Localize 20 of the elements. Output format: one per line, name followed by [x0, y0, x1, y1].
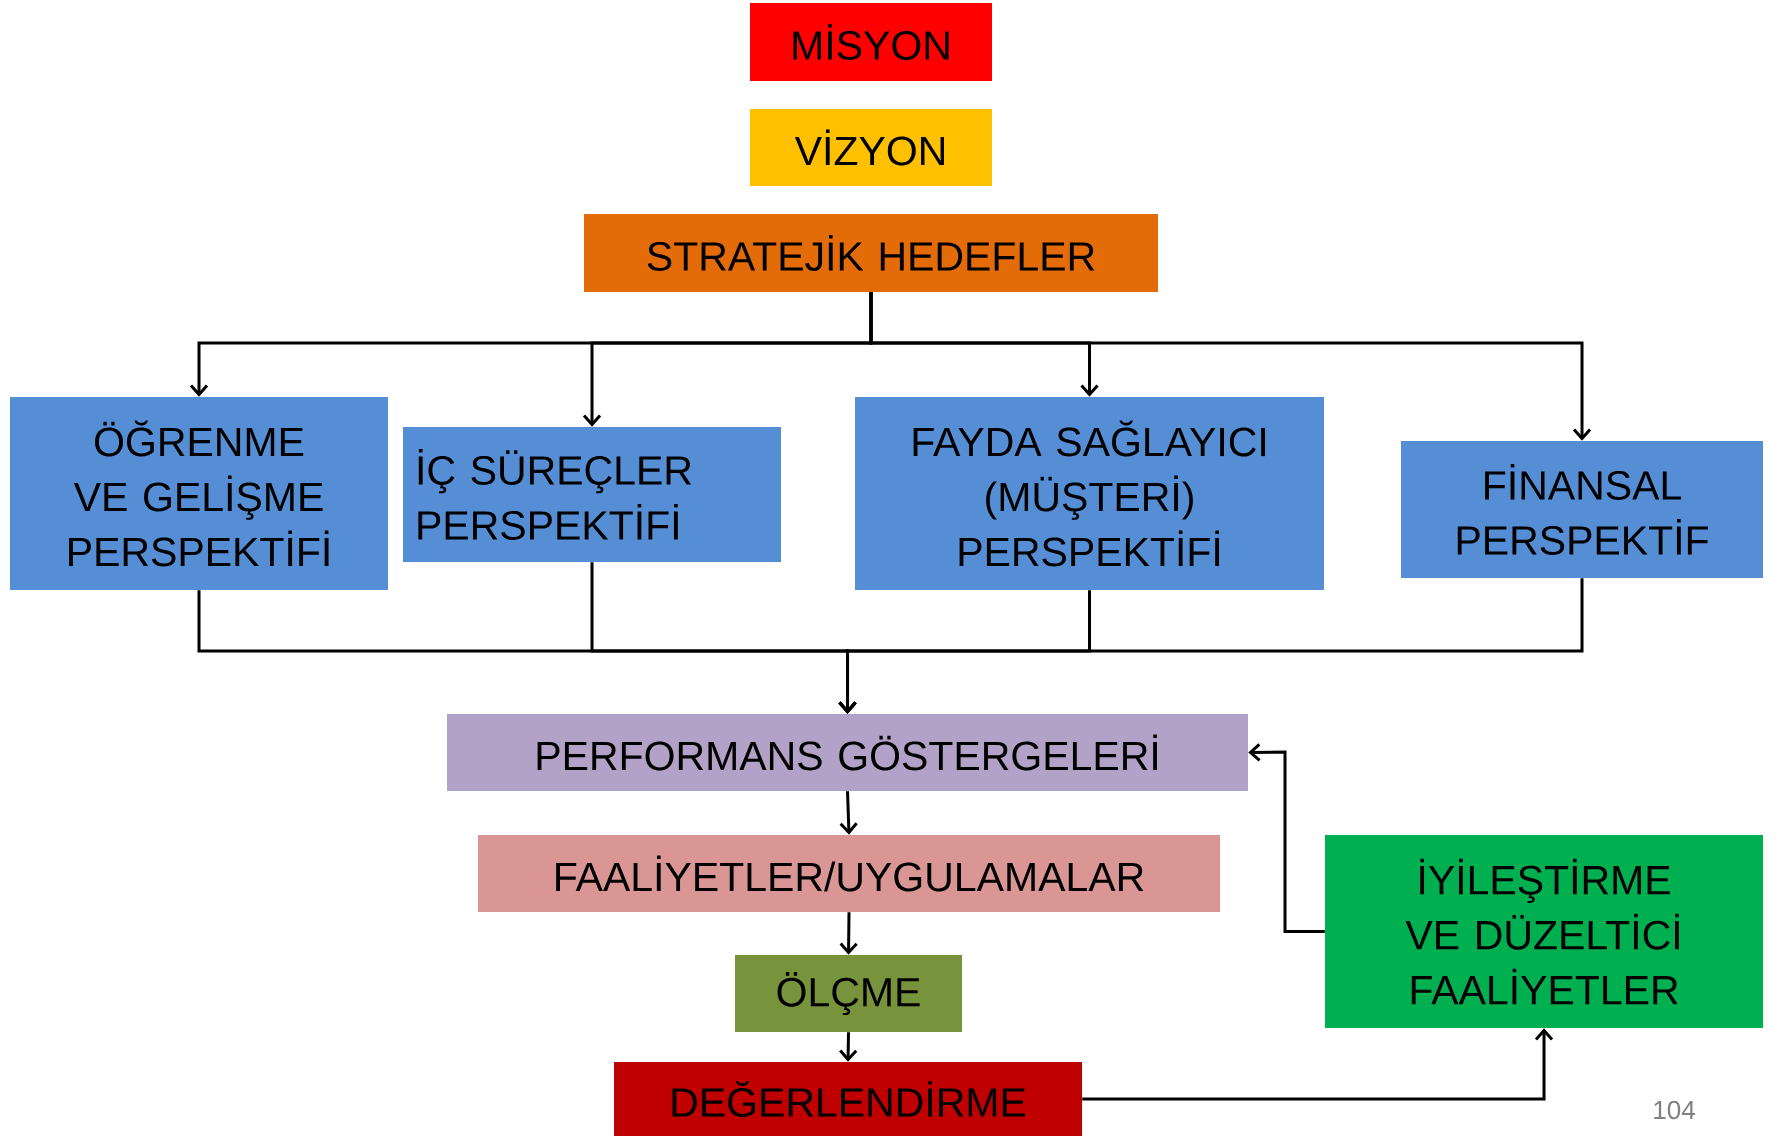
- page-number: 104: [1654, 1100, 1695, 1120]
- arrow: [838, 578, 1584, 714]
- process-box: VİZYON: [750, 109, 992, 186]
- process-box: ÖLÇME: [735, 955, 962, 1032]
- arrow: [1082, 1028, 1554, 1101]
- process-box: MİSYON: [750, 3, 992, 81]
- arrow: [839, 791, 858, 835]
- process-box: FAYDA SAĞLAYICI (MÜŞTERİ) PERSPEKTİFİ: [855, 397, 1324, 590]
- arrow: [1248, 743, 1325, 933]
- arrow: [869, 292, 1592, 441]
- process-box: FİNANSAL PERSPEKTİF: [1401, 441, 1763, 578]
- process-box: DEĞERLENDİRME: [614, 1062, 1082, 1136]
- process-box: PERFORMANS GÖSTERGELERİ: [447, 714, 1248, 791]
- arrow: [839, 912, 858, 955]
- process-box: FAALİYETLER/UYGULAMALAR: [478, 835, 1220, 912]
- arrow: [839, 1032, 858, 1062]
- process-box: ÖĞRENME VE GELİŞME PERSPEKTİFİ: [10, 397, 388, 590]
- process-box: İÇ SÜREÇLER PERSPEKTİFİ: [403, 427, 781, 562]
- process-box: STRATEJİK HEDEFLER: [584, 214, 1158, 292]
- process-box: İYİLEŞTİRME VE DÜZELTİCİ FAALİYETLER: [1325, 835, 1763, 1028]
